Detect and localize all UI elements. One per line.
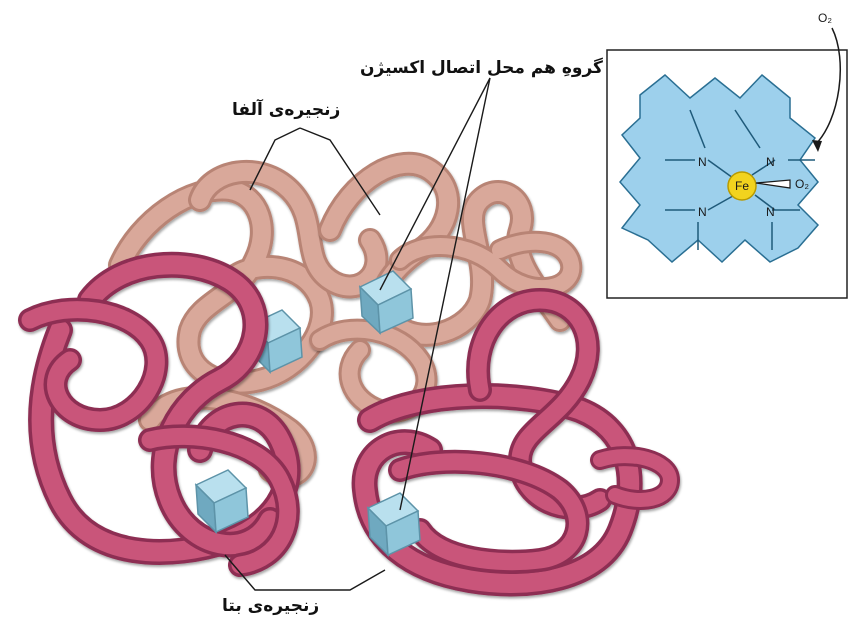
iron-label: Fe: [735, 179, 749, 193]
o2-arrow: [814, 27, 842, 146]
iron-atom: [727, 171, 757, 201]
alpha-chain-right: [309, 151, 583, 423]
heme-group-label: گروهِ هم محل اتصال اکسیژن: [360, 58, 603, 78]
heme-block-bottom-right: [366, 492, 421, 557]
leader-lines: [224, 77, 491, 591]
incoming-o2-label: O₂: [818, 11, 832, 25]
beta-chain-left: [18, 251, 301, 577]
bound-o2-label: O₂: [795, 177, 809, 191]
o2-arrowhead: [812, 140, 822, 152]
nitrogen-atom: N: [766, 155, 775, 169]
heme-block-top: [358, 270, 414, 335]
beta-chain-right: [351, 287, 681, 597]
beta-chain-label: زنجیره‌ی بتا: [222, 596, 320, 616]
alpha-chain-label: زنجیره‌ی آلفا: [232, 100, 341, 120]
nitrogen-atom: N: [698, 205, 707, 219]
heme-inset: N N N N Fe O₂ O₂: [606, 11, 848, 299]
nitrogen-atom: N: [698, 155, 707, 169]
heme-block-bottom-left: [194, 469, 249, 534]
nitrogen-atom: N: [766, 205, 775, 219]
o2-bond: [755, 179, 791, 189]
